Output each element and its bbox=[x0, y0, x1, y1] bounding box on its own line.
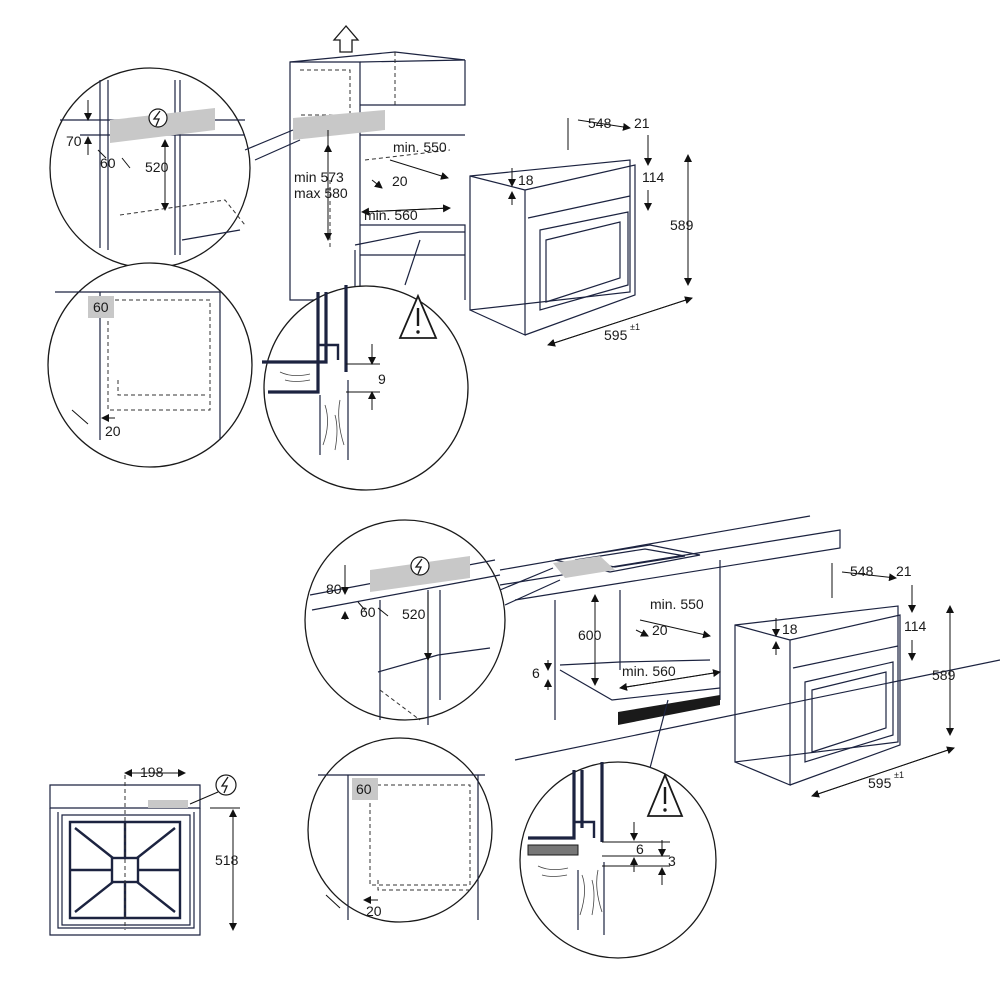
dim-589-top: 589 bbox=[670, 217, 694, 233]
dim-18-top: 18 bbox=[518, 172, 534, 188]
oven-dimensions-bottom: 548 21 18 114 589 595 ±1 bbox=[734, 563, 956, 798]
dim-18-bottom: 18 bbox=[782, 621, 798, 637]
outlet-detail-bottom: 80 60 520 bbox=[304, 519, 561, 725]
dim-20-clearance-top: 20 bbox=[105, 423, 121, 439]
dim-21-top: 21 bbox=[634, 115, 650, 131]
dim-6-bottom: 6 bbox=[532, 665, 540, 681]
electric-connection-icon-bottom bbox=[410, 556, 430, 576]
dim-60-clearance-bottom: 60 bbox=[356, 781, 372, 797]
dim-548-top: 548 bbox=[588, 115, 612, 131]
clearance-detail-top: 60 20 bbox=[47, 262, 253, 468]
dim-9: 9 bbox=[378, 371, 386, 387]
dim-589-bottom: 589 bbox=[932, 667, 956, 683]
dim-min550-bottom: min. 550 bbox=[650, 596, 704, 612]
dim-114-top: 114 bbox=[642, 169, 665, 185]
dim-21-bottom: 21 bbox=[896, 563, 912, 579]
dim-min550: min. 550 bbox=[393, 139, 447, 155]
dim-518: 518 bbox=[215, 852, 239, 868]
dim-6-detail: 6 bbox=[636, 841, 644, 857]
dim-tolerance-bottom: ±1 bbox=[894, 770, 904, 780]
dim-80: 80 bbox=[326, 581, 342, 597]
dim-70: 70 bbox=[66, 133, 82, 149]
gap-detail-top: 9 bbox=[262, 239, 469, 491]
dim-60-bottom: 60 bbox=[360, 604, 376, 620]
under-counter-installation: 600 6 min. 550 20 min. 560 bbox=[499, 515, 1000, 761]
dim-20-clearance-bottom: 20 bbox=[366, 903, 382, 919]
dim-548-bottom: 548 bbox=[850, 563, 874, 579]
dim-60-clearance-top: 60 bbox=[93, 299, 109, 315]
clearance-detail-bottom: 60 20 bbox=[307, 737, 493, 923]
electric-connection-icon-hob bbox=[215, 774, 237, 796]
electric-connection-icon bbox=[148, 108, 168, 128]
dim-20-bottom: 20 bbox=[652, 622, 668, 638]
tall-cabinet-installation: min 573 max 580 min. 550 20 min. 560 bbox=[289, 25, 466, 301]
outlet-detail-top: 70 60 520 bbox=[49, 67, 301, 269]
dim-tolerance-top: ±1 bbox=[630, 322, 640, 332]
dim-520-bottom: 520 bbox=[402, 606, 426, 622]
gap-detail-bottom: 6 3 bbox=[519, 699, 717, 959]
dim-min560-bottom: min. 560 bbox=[622, 663, 676, 679]
dim-520-top: 520 bbox=[145, 159, 169, 175]
arrow-up-icon bbox=[332, 25, 360, 53]
dim-min573: min 573 bbox=[294, 169, 344, 185]
dim-max580: max 580 bbox=[294, 185, 348, 201]
dim-595-top: 595 bbox=[604, 327, 628, 343]
dim-600: 600 bbox=[578, 627, 602, 643]
dim-20-top: 20 bbox=[392, 173, 408, 189]
hob-top-view: 198 518 bbox=[49, 764, 240, 936]
dim-198: 198 bbox=[140, 764, 164, 780]
oven-dimensions-top: 548 21 18 114 589 595 ±1 bbox=[469, 115, 694, 347]
dim-595-bottom: 595 bbox=[868, 775, 892, 791]
dim-114-bottom: 114 bbox=[904, 618, 927, 634]
dim-60-top: 60 bbox=[100, 155, 116, 171]
dim-3: 3 bbox=[668, 853, 676, 869]
